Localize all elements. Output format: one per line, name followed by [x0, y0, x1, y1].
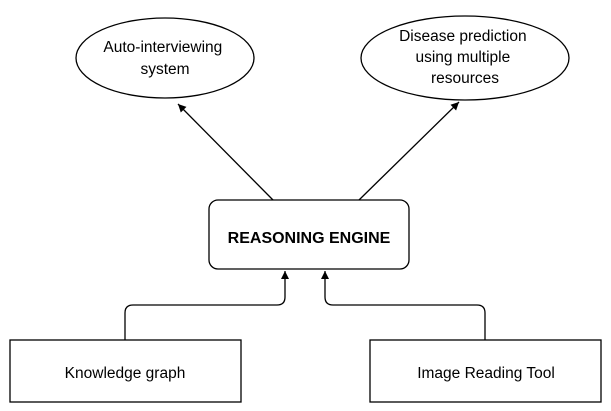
edge-engine-to-auto-interviewing	[177, 103, 274, 201]
svg-text:Disease prediction using: Disease prediction using multiple resour…	[399, 28, 531, 87]
node-label: Image Reading Tool	[417, 365, 555, 382]
node-auto-interviewing-system: Auto-interviewing system	[75, 17, 255, 99]
node-disease-prediction: Disease prediction using multiple resour…	[360, 15, 570, 101]
node-label-line: resources	[431, 70, 499, 87]
node-label: Knowledge graph	[65, 365, 186, 382]
node-label-line: using multiple	[415, 49, 510, 66]
edge-engine-to-disease-prediction	[358, 101, 460, 201]
node-reasoning-engine: REASONING ENGINE	[208, 199, 410, 270]
node-knowledge-graph: Knowledge graph	[9, 339, 242, 403]
edge-image-reading-tool-to-engine	[321, 271, 486, 340]
node-image-reading-tool: Image Reading Tool	[369, 339, 602, 403]
node-label-line: system	[140, 61, 189, 78]
node-label: REASONING ENGINE	[228, 230, 391, 247]
edge-knowledge-graph-to-engine	[124, 271, 289, 340]
node-label-line: Auto-interviewing	[103, 39, 222, 56]
svg-text:Auto-interviewing system: Auto-interviewing system	[103, 39, 226, 78]
node-label-line: Disease prediction	[399, 28, 527, 45]
